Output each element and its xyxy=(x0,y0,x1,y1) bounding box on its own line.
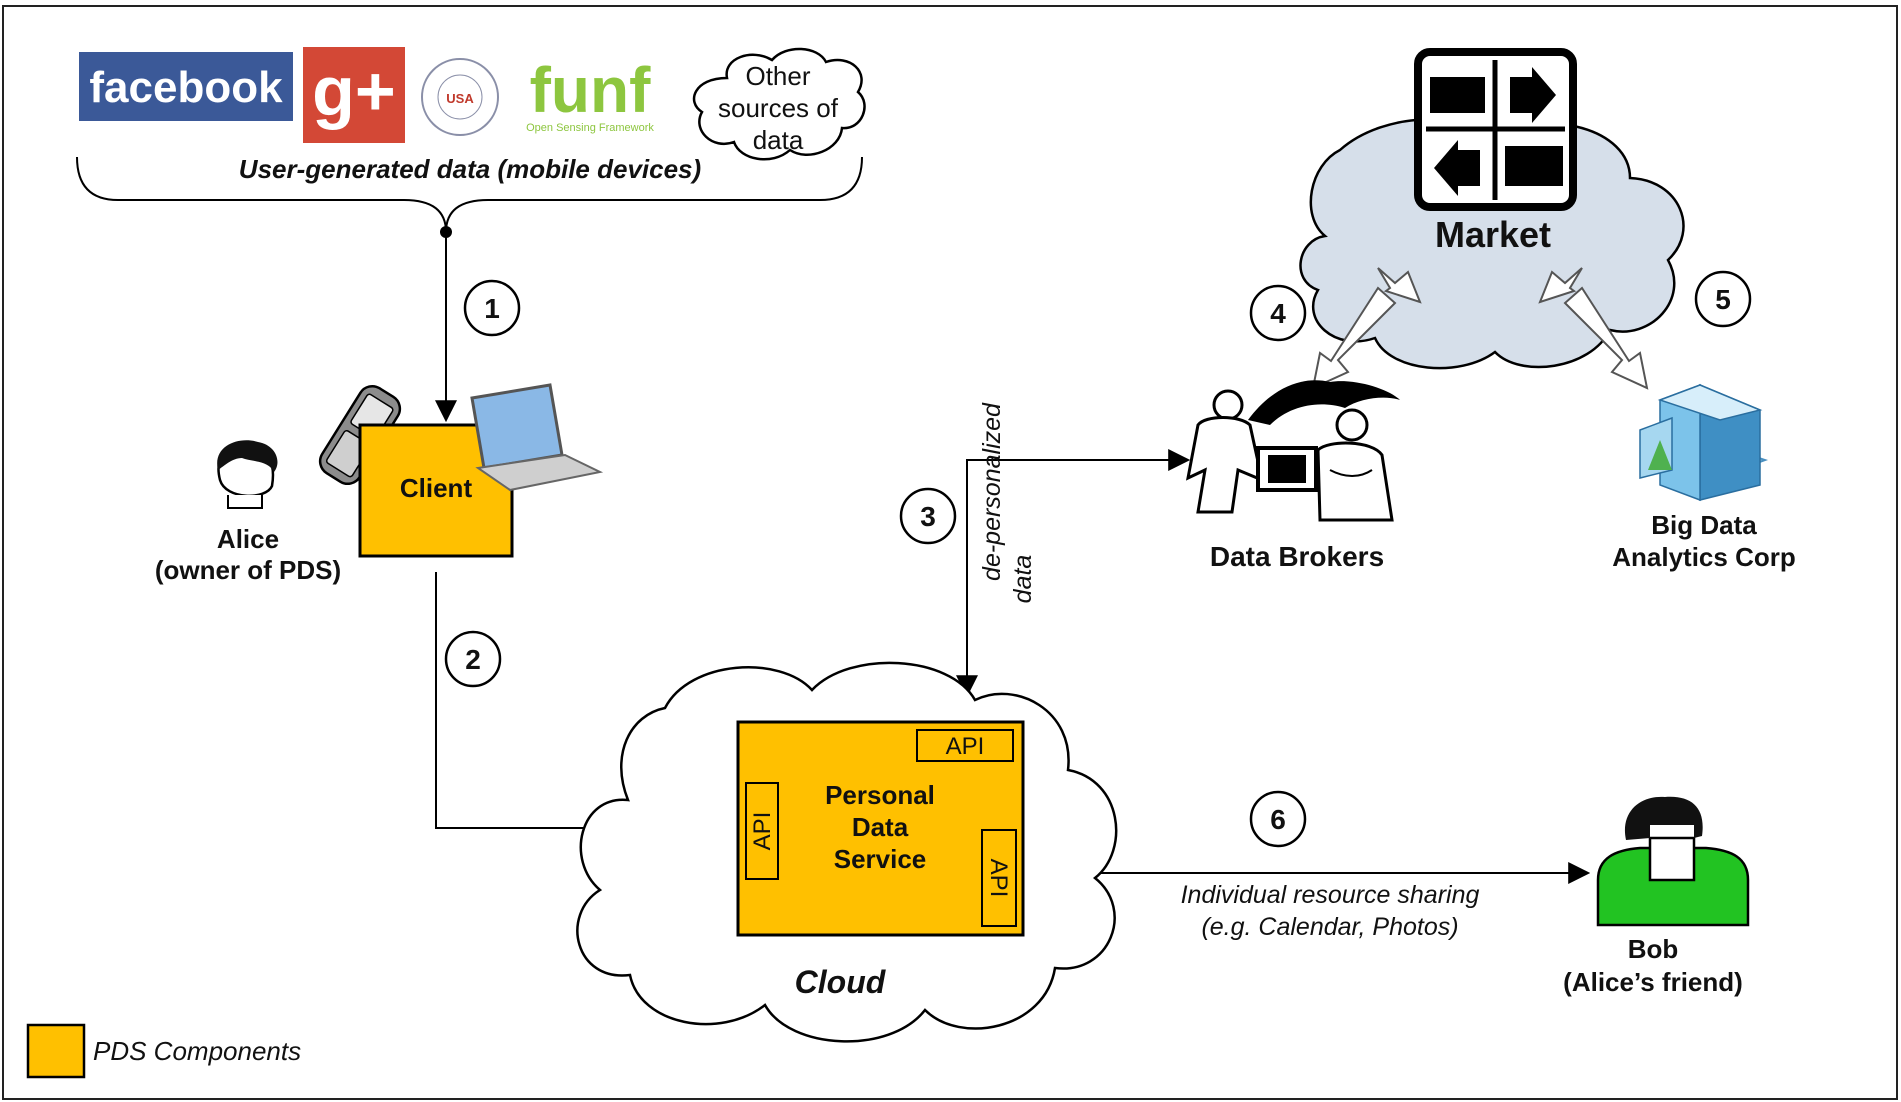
alice-name: Alice xyxy=(217,524,279,554)
market-exchange-icon xyxy=(1414,48,1577,211)
ssa-seal: USA xyxy=(421,58,499,136)
other-sources-line-1: Other xyxy=(745,61,810,91)
svg-text:1: 1 xyxy=(484,293,500,324)
de-personalized-label-line-1: de-personalized xyxy=(978,402,1006,581)
other-sources-cloud: Other sources of data xyxy=(692,47,866,161)
client-label: Client xyxy=(400,473,473,503)
market-label: Market xyxy=(1435,214,1551,255)
svg-text:4: 4 xyxy=(1270,298,1286,329)
de-personalized-label-line-2: data xyxy=(1009,555,1037,604)
google-plus-logo: g+ xyxy=(303,47,405,143)
pds-label-line-2: Data xyxy=(852,812,909,842)
data-brokers-clipart xyxy=(1185,380,1400,522)
pds-api-left-label: API xyxy=(749,812,776,851)
pds-label-line-1: Personal xyxy=(825,780,935,810)
step-3-badge: 3 xyxy=(899,487,957,545)
arrow-pds-to-brokers xyxy=(956,449,1191,698)
svg-text:3: 3 xyxy=(920,501,936,532)
pds-api-right xyxy=(981,829,1017,927)
pds-api-left xyxy=(745,782,779,880)
funf-logo-subtitle: Open Sensing Framework xyxy=(526,122,654,134)
other-sources-line-2: sources of xyxy=(718,93,839,123)
big-data-building-icon xyxy=(1639,383,1769,502)
legend-swatch xyxy=(26,1023,86,1079)
facebook-logo: facebook xyxy=(79,52,293,121)
svg-text:6: 6 xyxy=(1270,804,1286,835)
data-brokers-label: Data Brokers xyxy=(1210,541,1384,572)
other-sources-line-3: data xyxy=(753,125,804,155)
ssa-seal-text: USA xyxy=(446,91,474,106)
cloud-label: Cloud xyxy=(795,964,887,1000)
arrow-market-brokers xyxy=(1311,267,1422,390)
pds-label-line-3: Service xyxy=(834,844,927,874)
pds-api-right-label: API xyxy=(985,859,1012,898)
legend-label: PDS Components xyxy=(93,1036,301,1066)
sources-caption: User-generated data (mobile devices) xyxy=(239,154,701,184)
bob-role: (Alice’s friend) xyxy=(1563,967,1743,997)
diagram-frame xyxy=(2,5,1898,1100)
big-data-label-line-2: Analytics Corp xyxy=(1612,542,1796,572)
funf-logo: funf Open Sensing Framework xyxy=(526,54,654,134)
bob-name: Bob xyxy=(1628,934,1679,964)
funf-logo-text: funf xyxy=(530,54,652,126)
sharing-label-line-1: Individual resource sharing xyxy=(1181,881,1480,909)
svg-text:2: 2 xyxy=(465,644,481,675)
sharing-label-line-2: (e.g. Calendar, Photos) xyxy=(1201,913,1458,941)
svg-text:5: 5 xyxy=(1715,284,1731,315)
step-1-badge: 1 xyxy=(463,279,521,337)
bob-icon xyxy=(1596,796,1750,927)
alice-role: (owner of PDS) xyxy=(155,555,341,585)
pds-api-top-label: API xyxy=(946,733,985,760)
arrow-market-bigdata xyxy=(1538,267,1649,390)
pds-box xyxy=(736,720,1025,937)
alice-icon xyxy=(217,440,278,509)
step-2-badge: 2 xyxy=(444,630,502,688)
big-data-label-line-1: Big Data xyxy=(1651,510,1757,540)
step-5-badge: 5 xyxy=(1694,270,1752,328)
facebook-logo-text: facebook xyxy=(89,63,283,112)
step-6-badge: 6 xyxy=(1249,790,1307,848)
pds-api-top xyxy=(916,729,1014,762)
google-plus-logo-text: g+ xyxy=(312,52,396,130)
step-4-badge: 4 xyxy=(1249,284,1307,342)
laptop-icon xyxy=(470,383,604,492)
